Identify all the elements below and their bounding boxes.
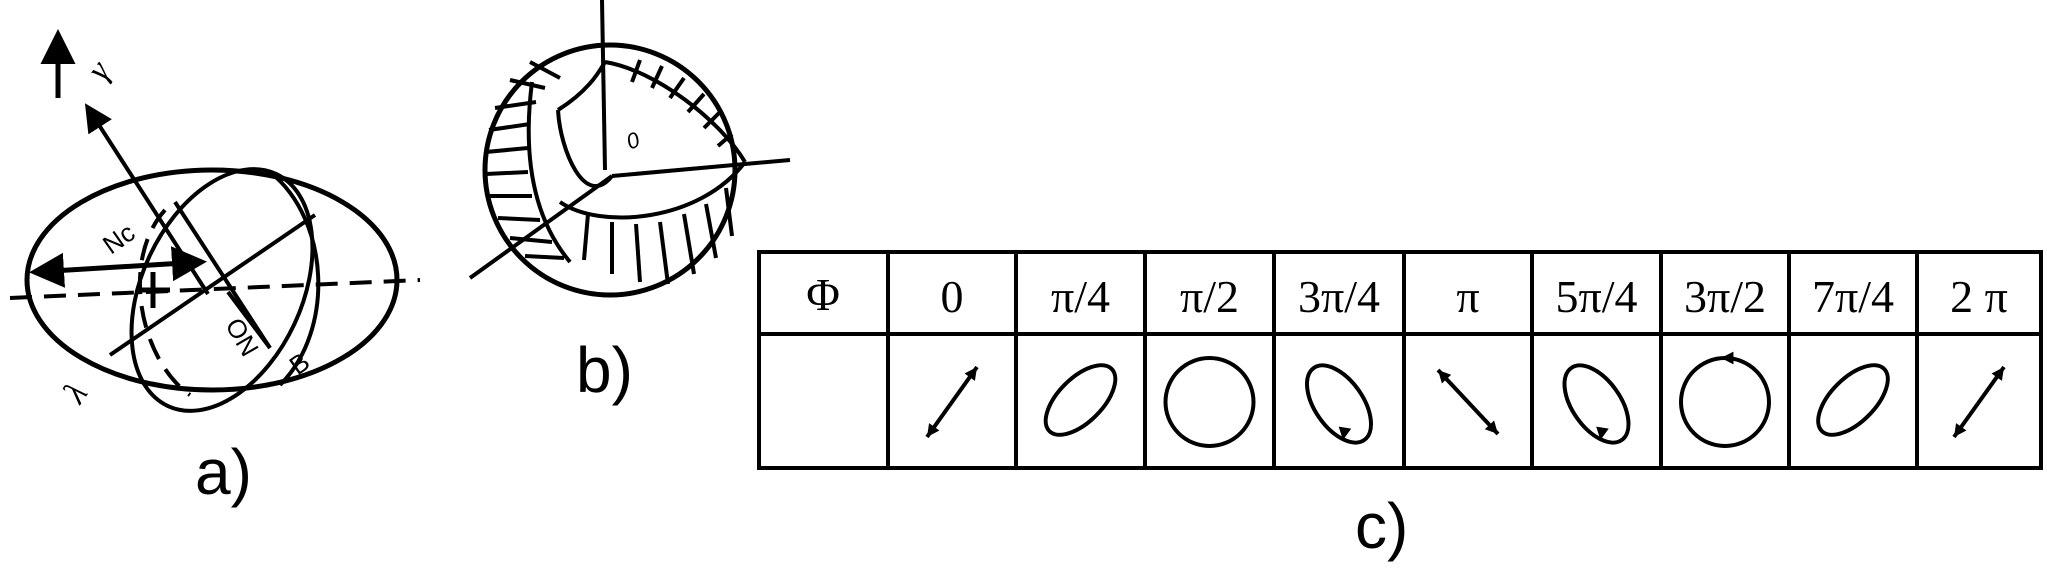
horizontal-dashed-axis <box>9 278 421 300</box>
phase-cells: 0 π/4 π/2 3π/4 π 5π/4 3π/2 7π/4 2 π <box>925 271 2008 448</box>
shell-hatching <box>485 59 734 285</box>
x-axis-line <box>468 174 614 280</box>
origin-label: 0 <box>623 126 644 154</box>
outer-sphere <box>482 42 738 298</box>
table-column-dividers <box>886 252 1919 468</box>
z-axis-line <box>600 0 607 171</box>
caption-a: a) <box>195 436 252 508</box>
inner-cut-bottom <box>558 160 747 220</box>
nc-double-arrow-icon <box>29 246 207 288</box>
no-axis-line <box>226 290 272 350</box>
phase-label: π/2 <box>1180 271 1239 322</box>
y-axis-line <box>611 158 791 178</box>
figure-b-sphere: 0 b) <box>468 0 791 406</box>
phase-column-1: 0 <box>925 271 979 439</box>
phi-header: Φ <box>806 269 840 320</box>
phase-label: π/4 <box>1051 271 1110 322</box>
phase-column-5: π <box>1436 271 1500 436</box>
figure-a-ellipsoid: γ λ Nc ON B a) <box>9 29 421 508</box>
diagonal-axis-cross <box>108 213 317 357</box>
phase-label: 5π/4 <box>1555 271 1637 322</box>
phase-label: 3π/2 <box>1684 271 1766 322</box>
figure-c-phase-table: Φ 0 π/4 π/2 3π/4 π 5π/4 3π/2 7π/4 2 π c) <box>757 250 2043 562</box>
phase-column-9: 2 π <box>1950 271 2008 439</box>
inner-cut-top <box>604 60 747 164</box>
phase-label: π <box>1456 271 1479 322</box>
phase-column-8: 7π/4 <box>1812 271 1894 437</box>
ellipse-tilted-icon <box>1043 363 1118 437</box>
nc-label: Nc <box>97 217 140 260</box>
phase-column-3: π/2 <box>1163 271 1256 448</box>
linear-arrow-se-icon <box>1436 368 1500 436</box>
phase-label: 2 π <box>1950 271 2008 322</box>
caption-c: c) <box>1355 490 1408 562</box>
phase-column-6: 5π/4 <box>1555 271 1638 445</box>
linear-arrow-ne-icon <box>1952 365 2006 439</box>
phase-label: 7π/4 <box>1812 271 1894 322</box>
phase-label: 3π/4 <box>1298 271 1380 322</box>
circle-icon <box>1163 356 1256 448</box>
ellipse-tilted-arrow-icon <box>1562 363 1631 445</box>
outer-ellipse <box>24 167 400 393</box>
circle-arrow-icon <box>1679 351 1771 448</box>
no-label: ON <box>219 313 264 362</box>
lambda-label: λ <box>56 376 95 410</box>
caption-b: b) <box>576 334 633 406</box>
ellipse-tilted-icon <box>1816 363 1890 437</box>
gamma-label: γ <box>80 53 119 87</box>
phase-column-2: π/4 <box>1043 271 1118 437</box>
phase-label: 0 <box>941 271 964 322</box>
shell-inner-curve <box>526 81 572 264</box>
phase-column-4: 3π/4 <box>1298 271 1380 445</box>
hidden-meridian-arc <box>137 208 192 397</box>
ellipse-tilted-arrow-icon <box>1305 363 1373 445</box>
linear-arrow-ne-icon <box>925 365 979 439</box>
meridian-arc <box>268 170 321 387</box>
table-border <box>757 250 2043 470</box>
phase-column-7: 3π/2 <box>1679 271 1771 448</box>
